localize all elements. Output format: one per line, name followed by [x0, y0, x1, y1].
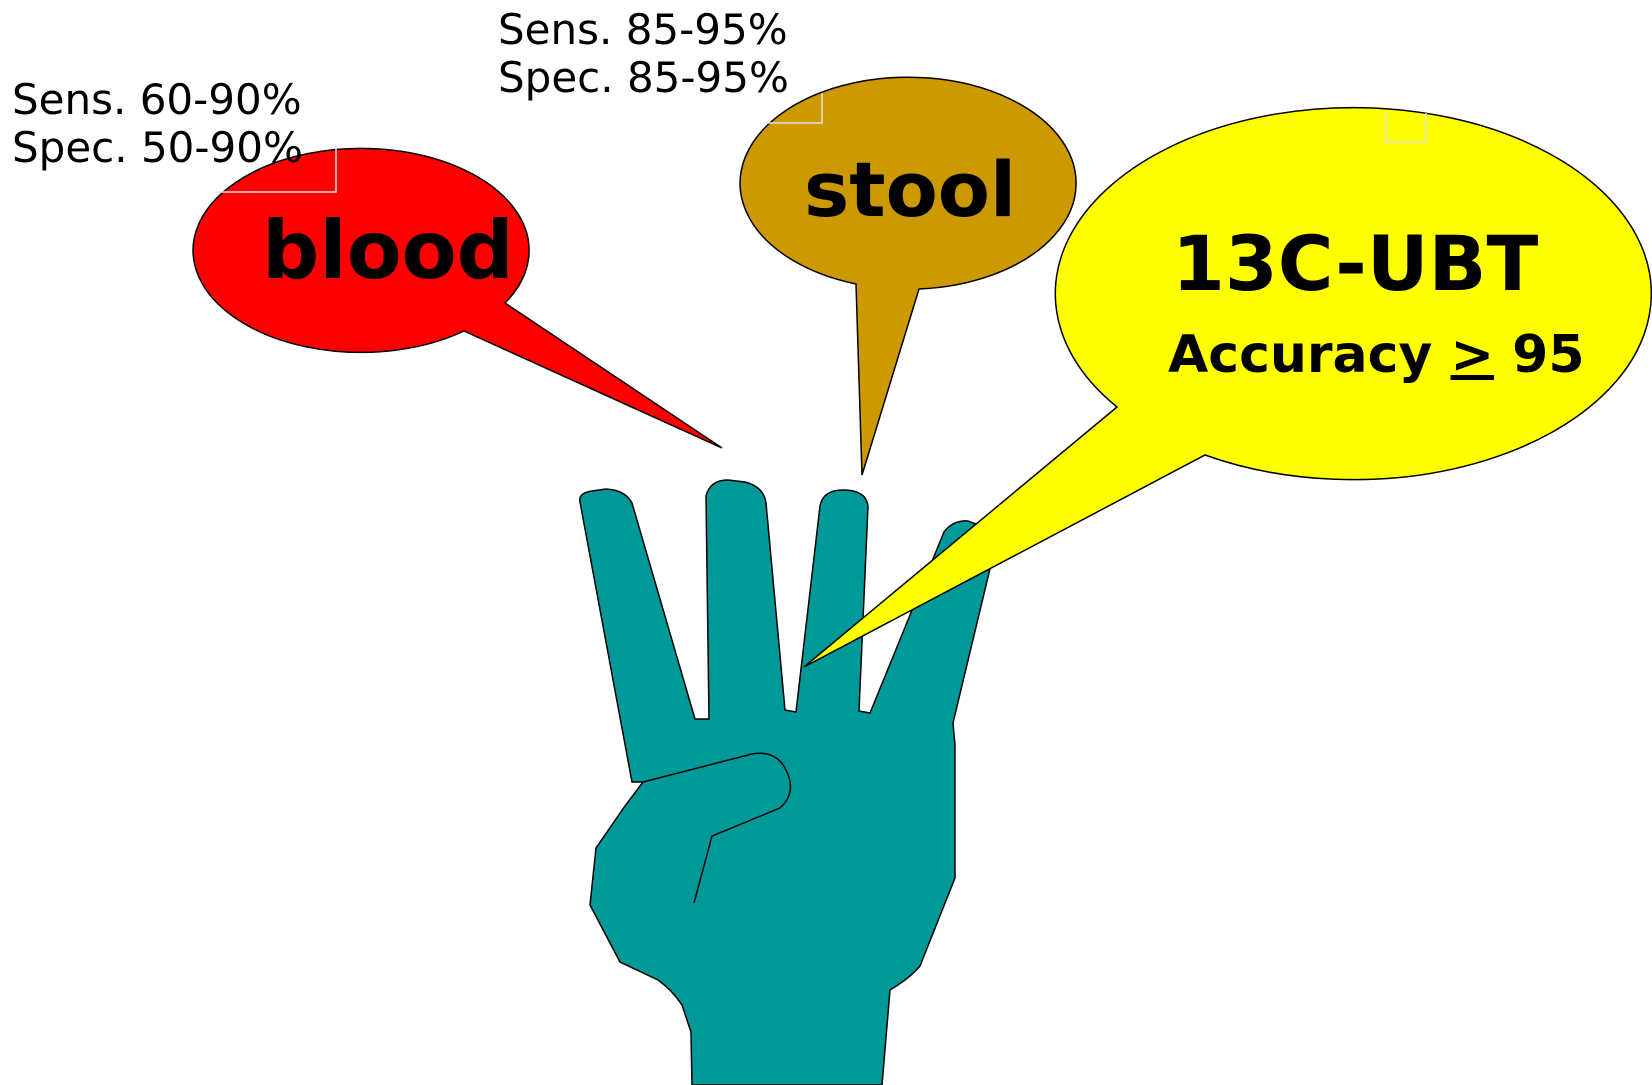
- stool-spec: Spec. 85-95%: [498, 54, 789, 102]
- blood-sens: Sens. 60-90%: [12, 76, 303, 124]
- stool-bubble-shape: [740, 77, 1076, 475]
- blood-bubble-shape: [193, 148, 722, 448]
- blood-bubble: [193, 148, 722, 448]
- stool-label: stool: [804, 145, 1016, 235]
- blood-spec: Spec. 50-90%: [12, 124, 303, 172]
- blood-label: blood: [262, 204, 514, 298]
- ubt-label: 13C-UBT: [1172, 219, 1538, 309]
- blood-stats: Sens. 60-90% Spec. 50-90%: [12, 76, 303, 172]
- ubt-accuracy-value: 95: [1494, 325, 1584, 385]
- stool-sens: Sens. 85-95%: [498, 6, 789, 54]
- stool-bubble: [740, 77, 1076, 475]
- ubt-accuracy-prefix: Accuracy: [1168, 325, 1450, 385]
- ubt-accuracy: Accuracy > 95: [1168, 324, 1585, 386]
- ubt-accuracy-symbol: >: [1450, 325, 1494, 385]
- stool-stats: Sens. 85-95% Spec. 85-95%: [498, 6, 789, 102]
